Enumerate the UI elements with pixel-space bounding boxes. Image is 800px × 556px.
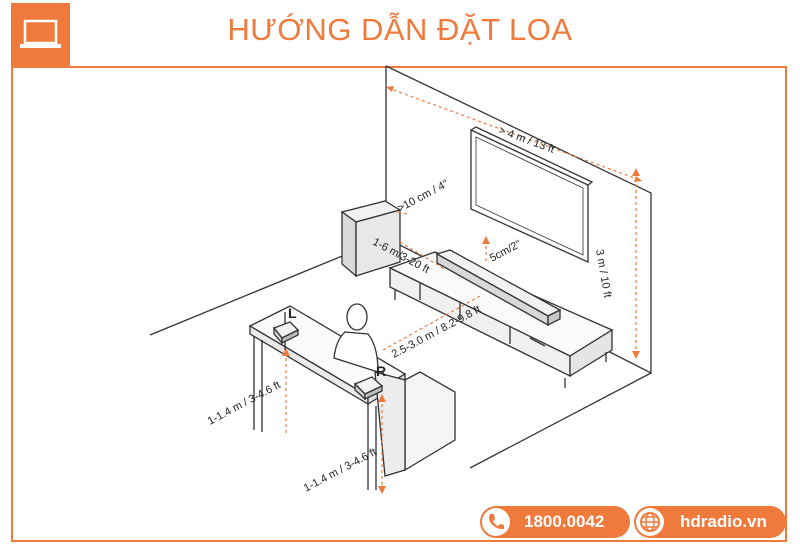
dimension-arrowheads <box>282 86 642 494</box>
tv-stand <box>388 251 614 388</box>
globe-icon <box>636 508 664 536</box>
soundbar-gap-label: 5cm/2" <box>488 238 524 265</box>
right-speaker <box>353 376 384 401</box>
wall-height-label: 3 m / 10 ft <box>593 248 613 298</box>
website-link[interactable]: hdradio.vn <box>634 506 786 538</box>
left-speaker <box>272 321 300 345</box>
page-title: HƯỚNG DẪN ĐẶT LOA <box>227 12 573 47</box>
right-marker: R <box>376 363 386 379</box>
dimension-lines <box>285 87 641 490</box>
subwoofer <box>340 200 402 278</box>
sofa <box>374 371 456 477</box>
hotline-number: 1800.0042 <box>524 512 605 531</box>
logo <box>11 3 70 67</box>
laptop-icon <box>20 19 61 48</box>
phone-icon <box>482 508 510 536</box>
television <box>470 126 594 264</box>
left-speaker-height-label: 1-1.4 m / 3-4.6 ft <box>206 379 283 427</box>
person-silhouette <box>333 303 379 373</box>
website-url: hdradio.vn <box>680 512 767 531</box>
soundbar <box>435 249 562 327</box>
subwoofer-gap-label: >10 cm / 4" <box>396 178 451 215</box>
right-speaker-height-label: 1-1.4 m / 3-4.6 ft <box>302 446 379 494</box>
left-marker: L <box>288 305 297 321</box>
listening-distance-label: 2.5-3.0 m / 8.2-9.8 ft <box>390 304 483 361</box>
hotline-button[interactable]: 1800.0042 <box>480 506 630 538</box>
diagram-frame <box>11 66 787 542</box>
